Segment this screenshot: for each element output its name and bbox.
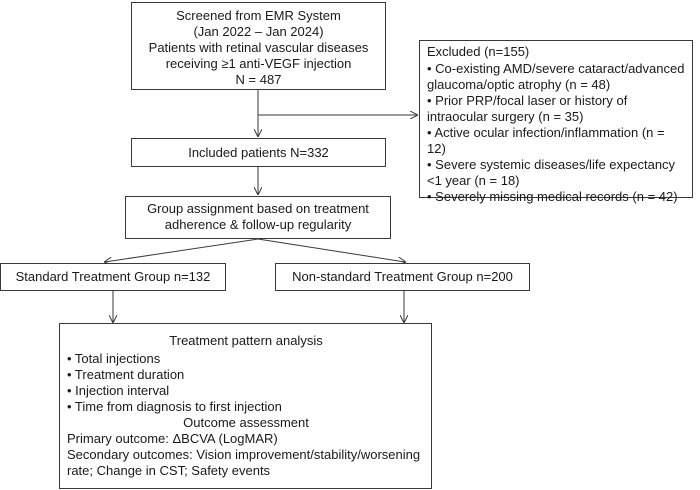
- outcome-title: Outcome assessment: [183, 415, 309, 430]
- analysis-box: Treatment pattern analysis • Total injec…: [59, 323, 432, 489]
- screened-line: (Jan 2022 – Jan 2024): [193, 24, 324, 39]
- arrow-to-nonstandard: [257, 238, 405, 262]
- analysis-item: • Injection interval: [67, 383, 170, 398]
- screened-line: Patients with retinal vascular diseases: [148, 40, 369, 55]
- standard-group-box: Standard Treatment Group n=132: [0, 263, 226, 291]
- nonstandard-group-box: Non-standard Treatment Group n=200: [275, 263, 530, 291]
- nonstandard-group-label: Non-standard Treatment Group n=200: [292, 269, 513, 284]
- analysis-item: • Total injections: [67, 351, 161, 366]
- assignment-line: adherence & follow-up regularity: [164, 217, 352, 232]
- excluded-item: • Prior PRP/focal laser or history of in…: [427, 93, 628, 124]
- screened-line: receiving ≥1 anti-VEGF injection: [165, 56, 352, 71]
- excluded-item: • Severely missing medical records (n = …: [427, 189, 678, 204]
- arrow-to-standard: [105, 238, 259, 262]
- screened-line: N = 487: [235, 72, 282, 87]
- included-box: Included patients N=332: [131, 138, 386, 167]
- screened-box: Screened from EMR System (Jan 2022 – Jan…: [131, 2, 386, 90]
- excluded-title: Excluded (n=155): [427, 44, 530, 59]
- primary-outcome: Primary outcome: ΔBCVA (LogMAR): [67, 431, 278, 446]
- excluded-item: • Co-existing AMD/severe cataract/advanc…: [427, 61, 685, 92]
- assignment-box: Group assignment based on treatment adhe…: [125, 196, 391, 239]
- included-label: Included patients N=332: [188, 145, 329, 160]
- excluded-box: Excluded (n=155) • Co-existing AMD/sever…: [419, 40, 693, 204]
- secondary-outcome: Secondary outcomes: Vision improvement/s…: [67, 447, 421, 478]
- excluded-item: • Active ocular infection/inflammation (…: [427, 125, 665, 156]
- screened-line: Screened from EMR System: [176, 8, 341, 23]
- excluded-item: • Severe systemic diseases/life expectan…: [427, 157, 676, 188]
- analysis-item: • Treatment duration: [67, 367, 185, 382]
- assignment-line: Group assignment based on treatment: [147, 201, 369, 216]
- standard-group-label: Standard Treatment Group n=132: [15, 269, 211, 284]
- analysis-title: Treatment pattern analysis: [169, 333, 323, 348]
- analysis-item: • Time from diagnosis to first injection: [67, 399, 282, 414]
